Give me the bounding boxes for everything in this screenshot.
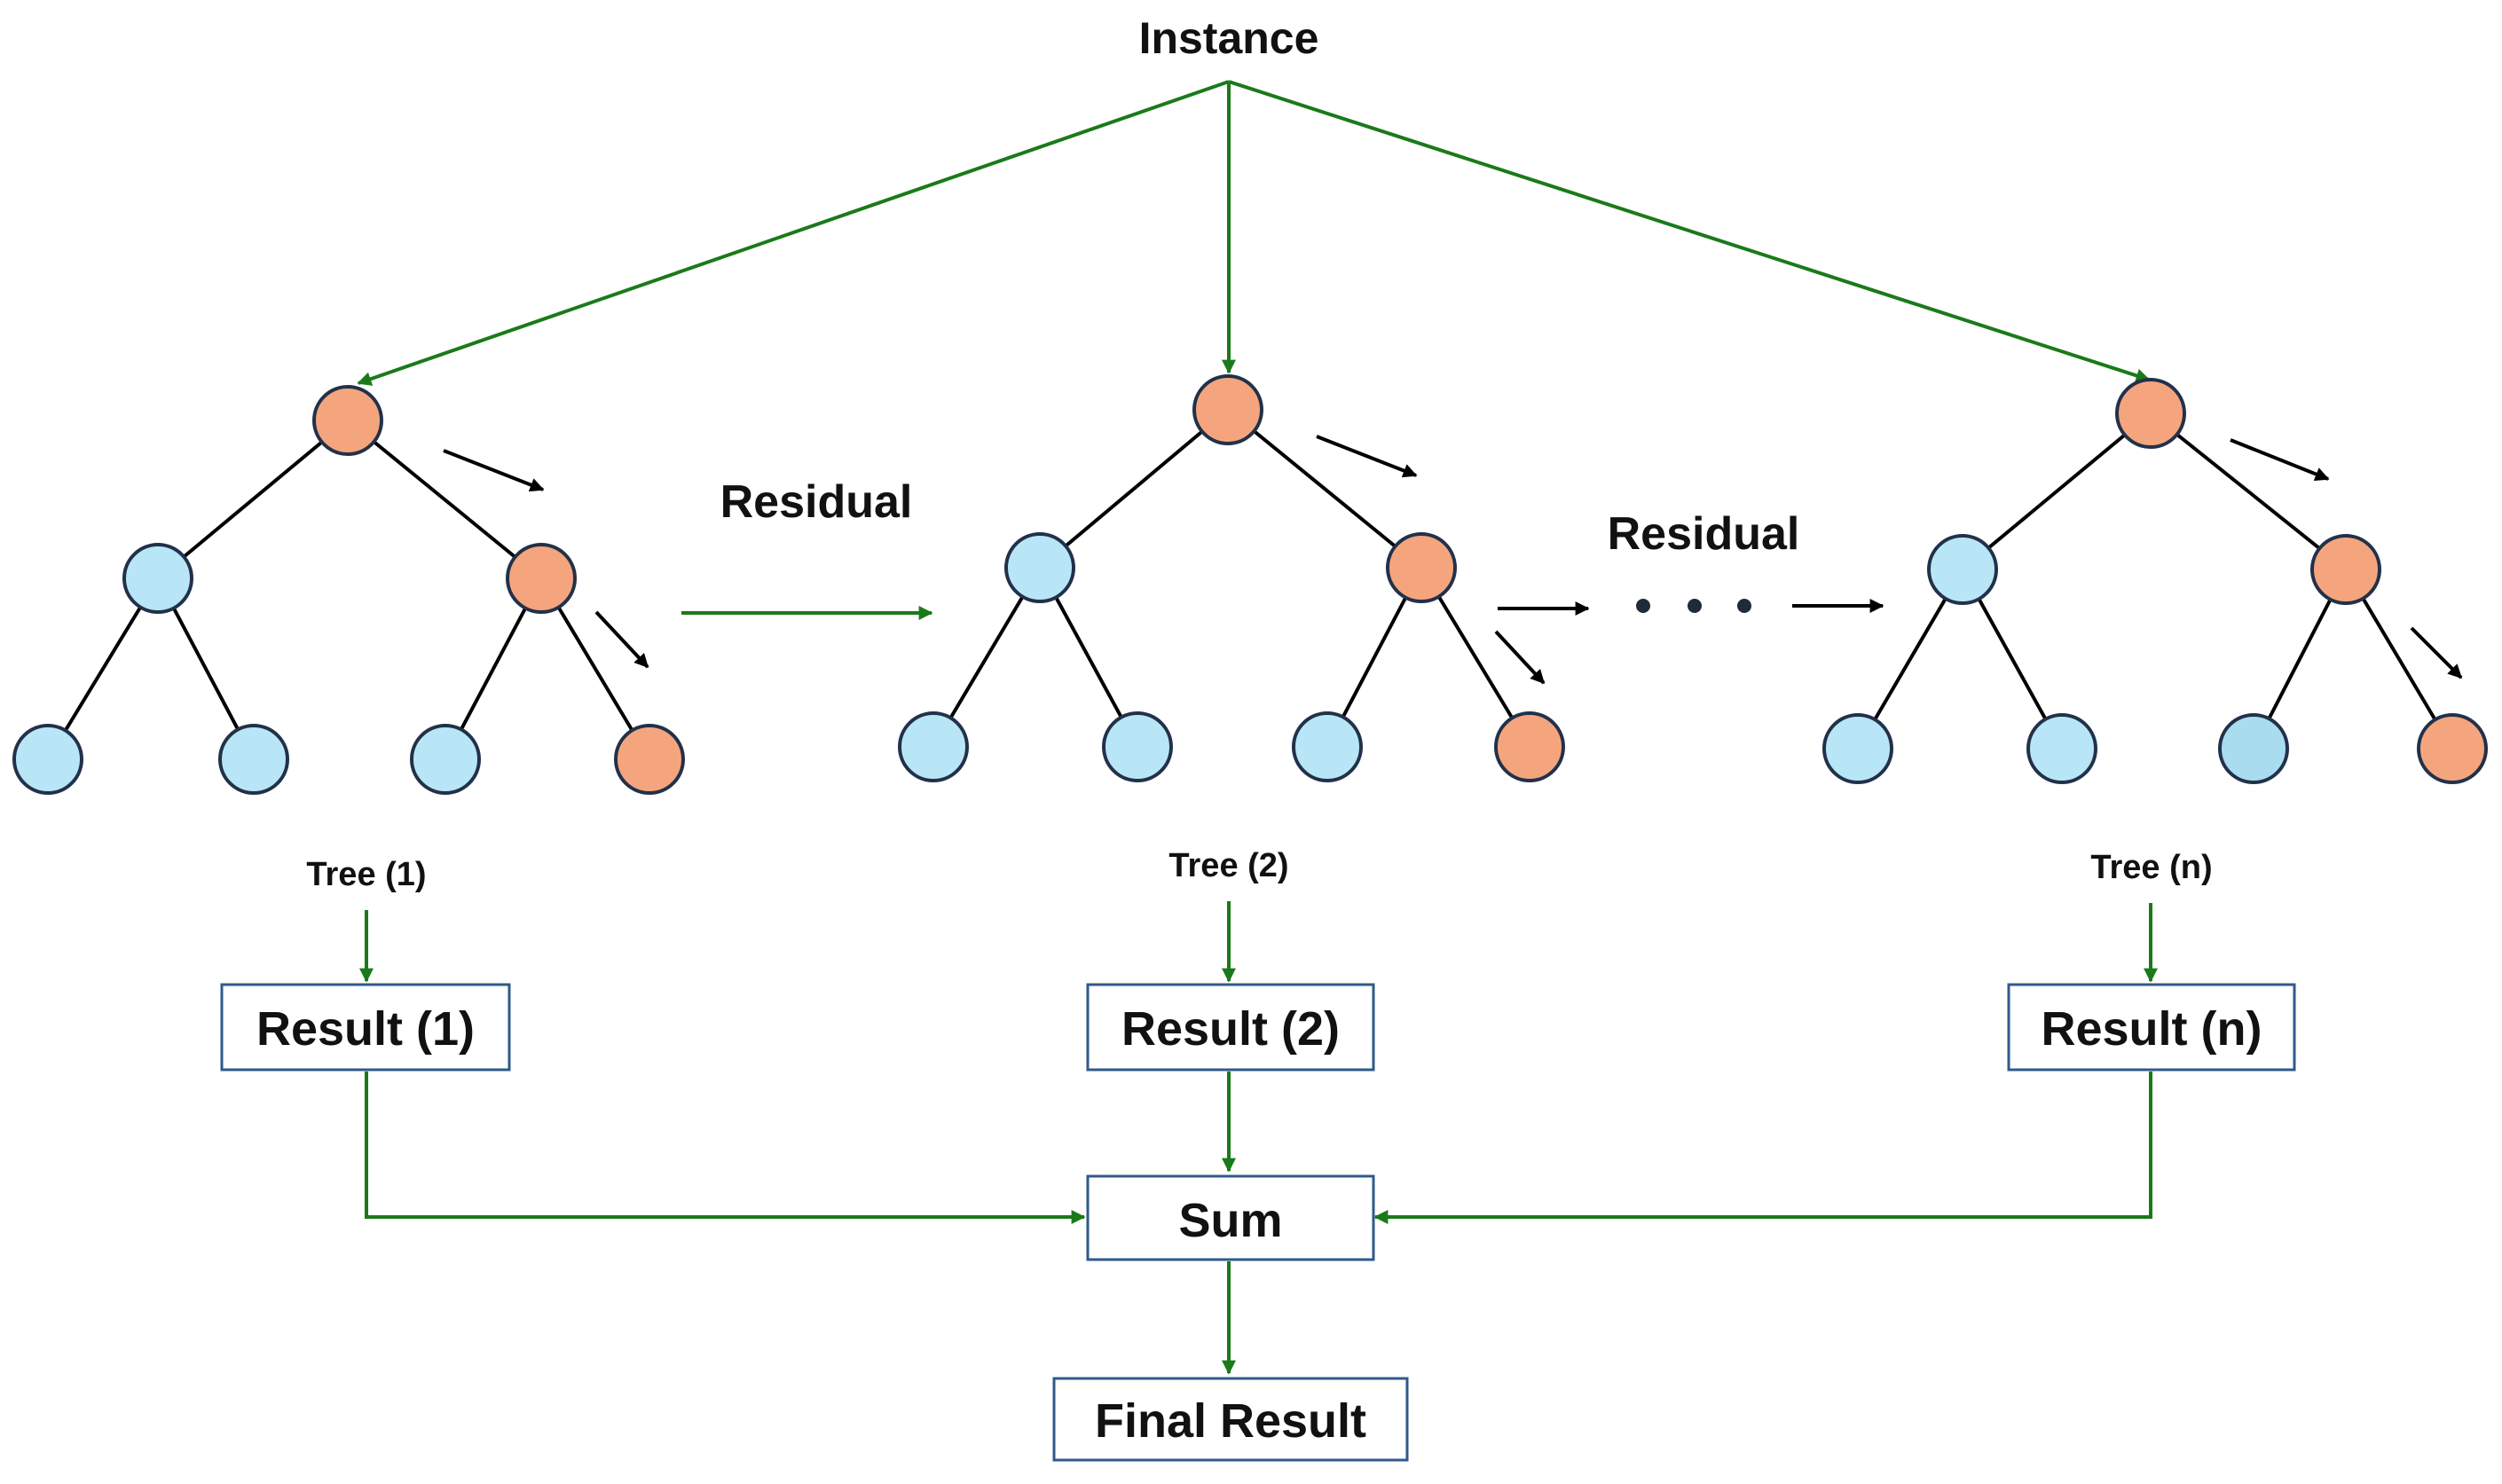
tree-node-orange [1386,532,1457,603]
tree-node-orange [1192,374,1263,445]
instance-arrow-tree-n [1228,80,2151,383]
tree-node-blue [1292,711,1363,782]
sum-box: Sum [1086,1174,1375,1261]
tree-node-blue [12,724,83,795]
tree-edge [346,419,543,580]
tree-node-blue [410,724,481,795]
tree-node-blue [2026,713,2097,784]
tree-node-orange [2417,713,2488,784]
ellipsis [1636,599,1751,613]
tree-edge [156,419,350,580]
residual-label-2: Residual [1608,508,1800,560]
path-arrow [1316,435,1418,478]
tree-edge [1961,412,2152,571]
ellipsis-dot [1688,599,1702,613]
path-arrow [594,610,649,669]
tree-node-blue [898,711,969,782]
trees: Tree (1) Tree (2) Tree (n) [12,374,2488,893]
tree-node-orange [312,385,383,456]
tree-node-blue [1102,711,1173,782]
tree-node-blue [218,724,289,795]
result-label: Result (1) [256,1002,475,1056]
instance-label: Instance [1139,13,1319,63]
result-box-n: Result (n) [2007,983,2296,1072]
path-arrow [1494,630,1546,685]
path-arrow [443,449,545,492]
sum-label: Sum [1178,1194,1282,1247]
tree-node-orange [2115,378,2186,449]
tree-1: Tree (1) [12,385,685,893]
result-1-to-sum-arrow [365,1072,1086,1224]
tree-edge [1226,408,1423,569]
final-result-label: Final Result [1095,1394,1366,1448]
tree-n: Tree (n) [1822,378,2488,886]
final-result-box: Final Result [1052,1377,1409,1462]
instance-arrows [357,80,2151,386]
tree-node-blue [122,543,193,614]
tree-node-orange [2310,534,2381,605]
tree-node-orange [1494,711,1565,782]
path-arrow [2410,626,2463,679]
tree-2: Tree (2) [898,374,1565,884]
tree-node-blue [1822,713,1893,784]
tree-edge [1038,408,1230,569]
tree-node-orange [506,543,577,614]
ellipsis-dot [1636,599,1650,613]
tree-label: Tree (1) [306,856,426,893]
tree-node-blue [1004,532,1075,603]
ellipsis-dot [1737,599,1751,613]
path-arrow [2230,438,2330,482]
tree-node-orange [614,724,685,795]
result-label: Result (2) [1121,1002,1340,1056]
tree-node-blue [1927,534,1998,605]
result-label: Result (n) [2042,1002,2262,1056]
tree-label: Tree (n) [2090,849,2212,886]
residual-label-1: Residual [720,476,913,528]
tree-label: Tree (2) [1168,847,1288,884]
tree-edge [2149,412,2348,571]
result-box-2: Result (2) [1086,983,1375,1072]
result-box-1: Result (1) [220,983,511,1072]
tree-node-blue [2218,713,2289,784]
instance-arrow-tree-1 [357,80,1230,386]
result-n-to-sum-arrow [1373,1072,2152,1224]
